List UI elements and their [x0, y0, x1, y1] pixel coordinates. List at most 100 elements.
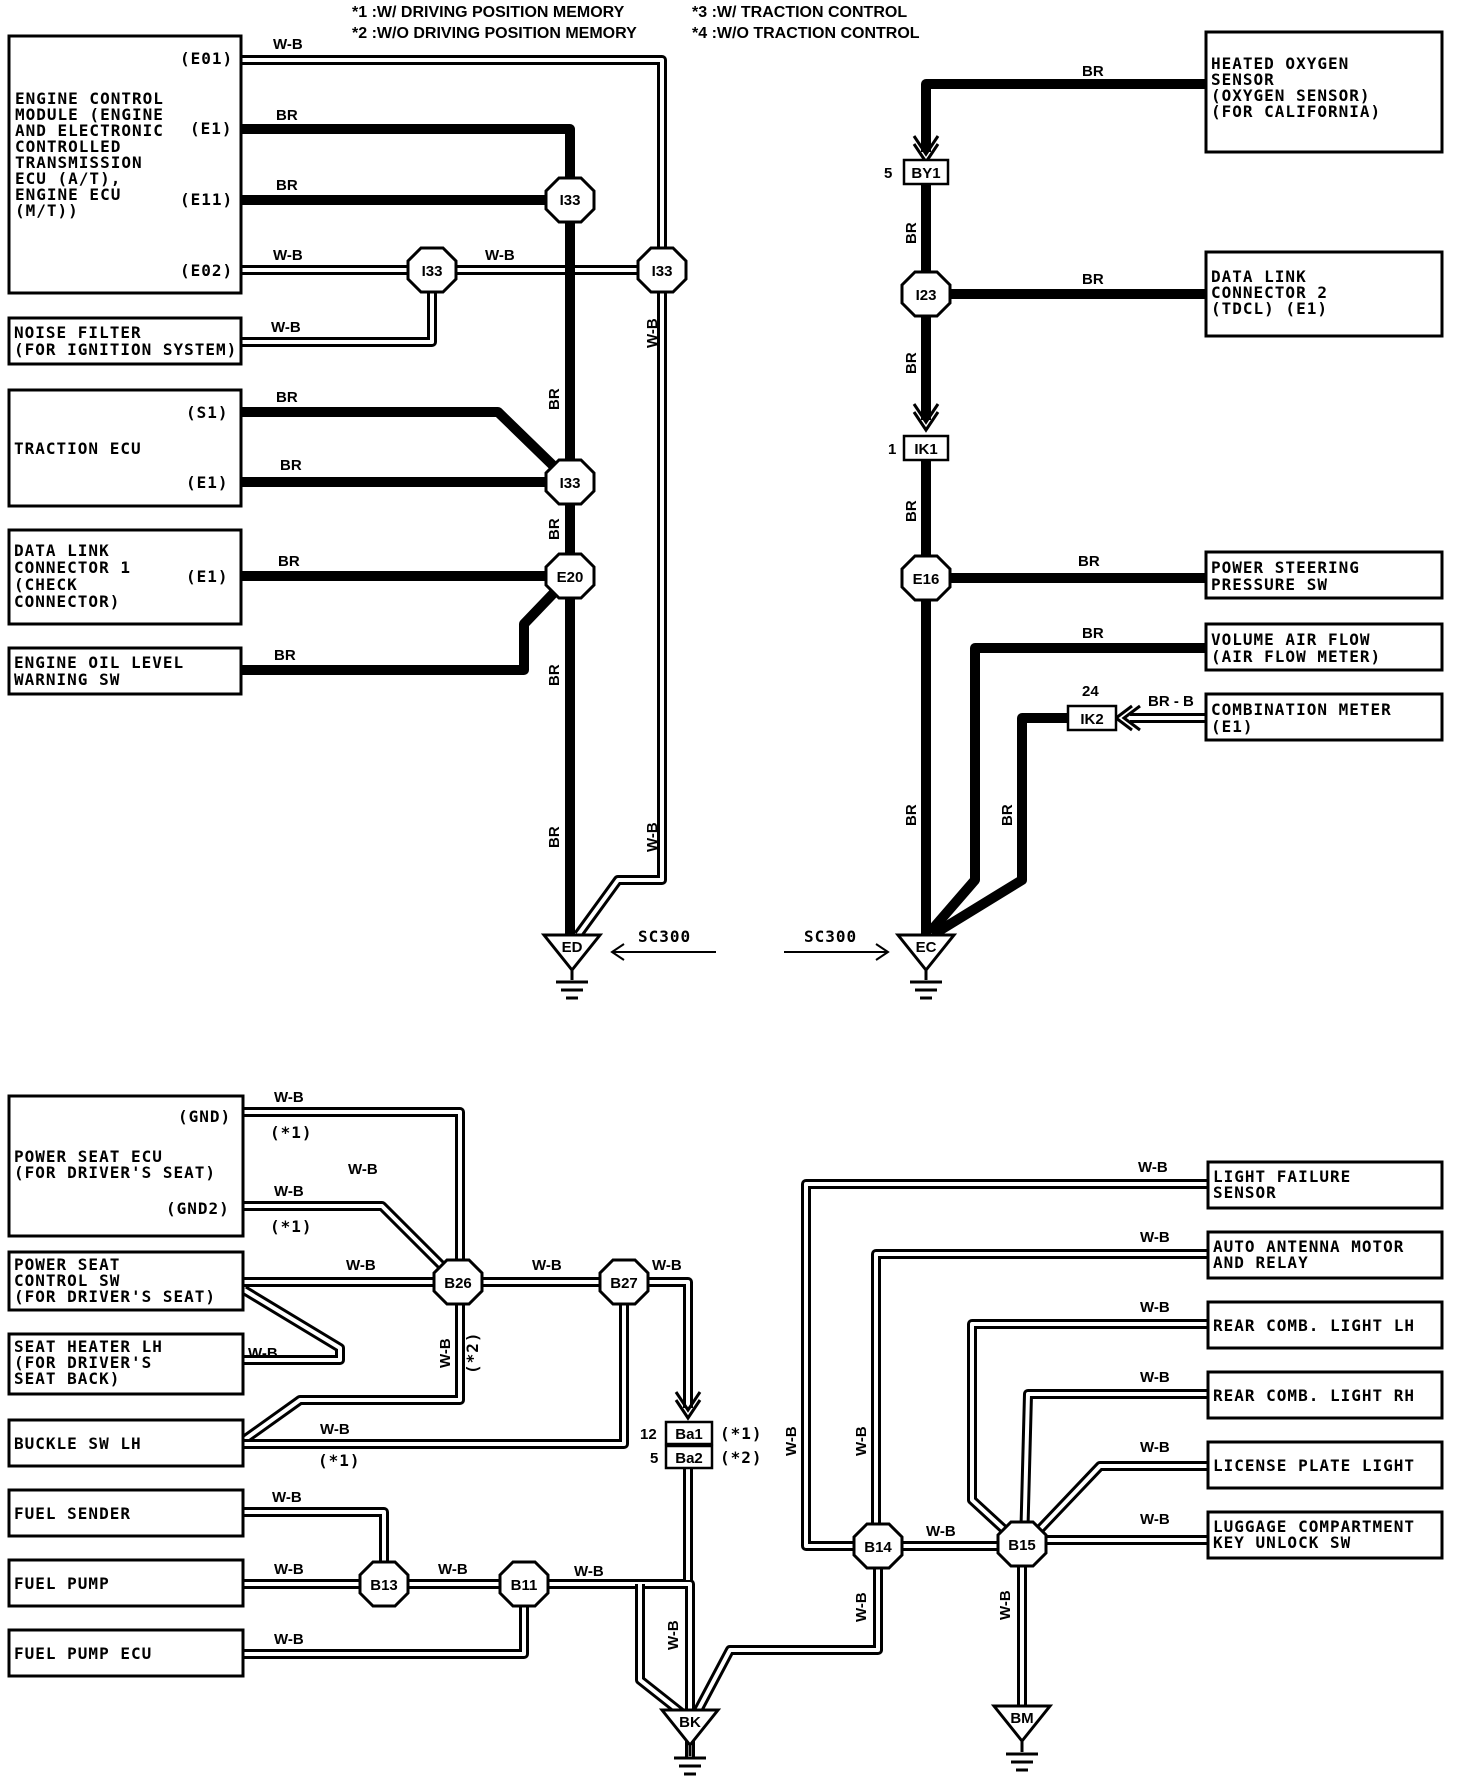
wire-label: W-B: [273, 247, 303, 264]
wire-label: W-B: [346, 1257, 376, 1274]
wire-label: W-B: [437, 1338, 454, 1368]
ps-sw-box: POWER STEERING PRESSURE SW: [1204, 550, 1444, 600]
wire-label: W-B: [1140, 1299, 1170, 1316]
wire-label: BR: [1082, 271, 1104, 288]
junction-b26: B26: [432, 1258, 484, 1306]
fuel-pump-box: FUEL PUMP: [7, 1558, 245, 1608]
wire-label: W-B: [644, 318, 661, 348]
box-text: SEAT HEATER LH: [14, 1337, 163, 1356]
connector-label: BY1: [911, 165, 940, 182]
ecm-line: TRANSMISSION: [15, 153, 143, 172]
junction-e16: E16: [900, 554, 952, 602]
wire-label: BR: [903, 222, 920, 244]
wire-label: W-B: [438, 1561, 468, 1578]
wire-label: W-B: [1140, 1369, 1170, 1386]
box-text: TRACTION ECU: [14, 439, 142, 458]
wire-label: W-B: [274, 1183, 304, 1200]
connector-by1: BY1 5: [884, 158, 950, 186]
box-text: (TDCL) (E1): [1211, 299, 1328, 318]
license-box: LICENSE PLATE LIGHT: [1206, 1440, 1444, 1490]
seat-sw-box: POWER SEAT CONTROL SW (FOR DRIVER'S SEAT…: [7, 1250, 245, 1312]
junction-label: E16: [913, 571, 940, 588]
connector-ba: Ba1 Ba2 12 5 (*1) (*2): [640, 1420, 763, 1470]
wire-label: BR: [276, 389, 298, 406]
connector-label: IK1: [914, 441, 937, 458]
box-text: POWER SEAT ECU: [14, 1147, 163, 1166]
box-text: CONNECTOR): [14, 592, 120, 611]
traction-ecu-box: TRACTION ECU (S1) (E1): [7, 388, 243, 508]
vaf-box: VOLUME AIR FLOW (AIR FLOW METER): [1204, 622, 1444, 672]
wire-label: BR: [1082, 63, 1104, 80]
connector-ik2: IK2 24: [1066, 683, 1118, 732]
fuel-sender-box: FUEL SENDER: [7, 1488, 245, 1538]
comb-meter-box: COMBINATION METER (E1): [1204, 692, 1444, 742]
box-text: HEATED OXYGEN: [1211, 54, 1349, 73]
connector-ik1: IK1 1: [888, 434, 950, 462]
rear-lh-box: REAR COMB. LIGHT LH: [1206, 1300, 1444, 1350]
wire-label: W-B: [1140, 1439, 1170, 1456]
ecm-line: MODULE (ENGINE: [15, 105, 164, 124]
wire-label: BR: [999, 804, 1016, 826]
box-text: VOLUME AIR FLOW: [1211, 630, 1371, 649]
wire-label: BR: [546, 388, 563, 410]
junction-label: I33: [652, 263, 673, 280]
pin-number: 12: [640, 1426, 657, 1443]
pin-label: (S1): [186, 403, 229, 422]
junction-b15: B15: [996, 1520, 1048, 1568]
junction-label: B27: [610, 1275, 638, 1292]
connector-label: Ba1: [675, 1426, 703, 1443]
oil-level-box: ENGINE OIL LEVEL WARNING SW: [7, 646, 243, 696]
wire-label: W-B: [248, 1345, 278, 1362]
box-text: DATA LINK: [1211, 267, 1307, 286]
junction-label: E20: [557, 569, 584, 586]
bottom-right-wire-labels: W-B W-B W-B W-B W-B W-B W-B W-B W-B W-B …: [783, 1159, 1170, 1622]
junction-label: I33: [560, 475, 581, 492]
box-text: (FOR DRIVER'S SEAT): [14, 1287, 216, 1306]
seat-ecu-box: POWER SEAT ECU (FOR DRIVER'S SEAT) (GND)…: [7, 1094, 245, 1238]
box-text: WARNING SW: [14, 670, 120, 689]
box-text: FUEL PUMP: [14, 1574, 110, 1593]
junction-label: B11: [511, 1577, 538, 1594]
variant-note: (*1): [720, 1424, 763, 1443]
box-text: AUTO ANTENNA MOTOR: [1213, 1237, 1404, 1256]
ground-ec: EC SC300: [784, 927, 958, 1000]
ecm-line: CONTROLLED: [15, 137, 121, 156]
junction-b13: B13: [358, 1560, 410, 1608]
seat-heater-box: SEAT HEATER LH (FOR DRIVER'S SEAT BACK): [7, 1332, 245, 1396]
wire-label: BR: [276, 177, 298, 194]
variant-note: (*1): [270, 1217, 313, 1236]
junction-i33-c: I33: [636, 246, 688, 294]
box-text: FUEL SENDER: [14, 1504, 131, 1523]
wire-label: W-B: [652, 1257, 682, 1274]
wire-label: W-B: [853, 1426, 870, 1456]
junction-b14: B14: [852, 1522, 904, 1570]
top-right-wire-labels: BR BR BR BR BR - B BR BR BR BR BR: [903, 63, 1194, 826]
wire-label: BR: [1078, 553, 1100, 570]
legend-note-2: *2 :W/O DRIVING POSITION MEMORY: [352, 25, 637, 42]
wire-label: W-B: [926, 1523, 956, 1540]
wire-label: W-B: [274, 1089, 304, 1106]
ground-bk: BK: [658, 1708, 722, 1776]
box-text: REAR COMB. LIGHT LH: [1213, 1316, 1415, 1335]
box-text: KEY UNLOCK SW: [1213, 1533, 1351, 1552]
junction-label: B26: [444, 1275, 472, 1292]
pin-label: (E01): [180, 49, 233, 68]
junction-label: B13: [370, 1577, 398, 1594]
junction-label: B14: [864, 1539, 892, 1556]
top-left-wire-labels: W-B BR BR W-B W-B W-B BR BR BR BR BR BR …: [271, 36, 661, 852]
legend: *1 :W/ DRIVING POSITION MEMORY *2 :W/O D…: [352, 4, 920, 42]
junction-i23: I23: [900, 270, 952, 318]
wire-label: W-B: [1138, 1159, 1168, 1176]
box-text: LICENSE PLATE LIGHT: [1213, 1456, 1415, 1475]
box-text: CONNECTOR 2: [1211, 283, 1328, 302]
wire-label: W-B: [320, 1421, 350, 1438]
junction-label: I23: [916, 287, 937, 304]
ecm-line: ECU (A/T),: [15, 169, 121, 188]
box-text: REAR COMB. LIGHT RH: [1213, 1386, 1415, 1405]
wire-label: W-B: [783, 1426, 800, 1456]
variant-note: (*2): [720, 1448, 763, 1467]
connector-label: Ba2: [675, 1450, 703, 1467]
box-text: PRESSURE SW: [1211, 575, 1328, 594]
box-text: COMBINATION METER: [1211, 700, 1392, 719]
box-text: AND RELAY: [1213, 1253, 1309, 1272]
